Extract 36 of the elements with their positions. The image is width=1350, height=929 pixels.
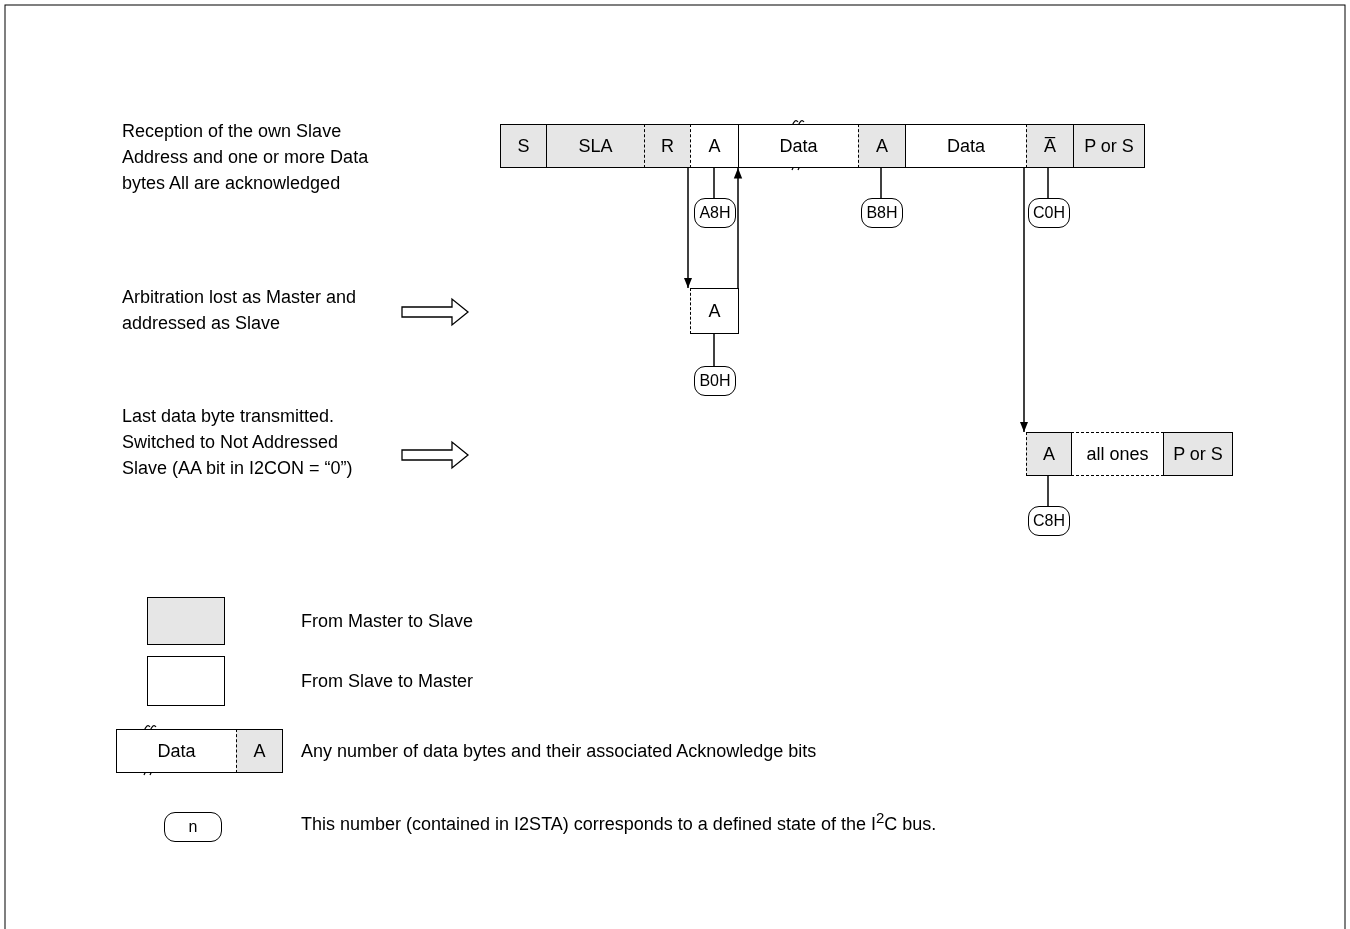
state-code: A8H bbox=[694, 198, 736, 228]
frame-field: A̅ bbox=[1026, 124, 1074, 168]
note-text: Arbitration lost as Master and addressed as Slave bbox=[122, 286, 358, 335]
data-field-sample: Data bbox=[116, 729, 237, 773]
frame-field: A bbox=[858, 124, 906, 168]
state-code: B0H bbox=[694, 366, 736, 396]
frame-field: P or S bbox=[1163, 432, 1233, 476]
connector-line bbox=[1047, 167, 1049, 199]
frame-field: A bbox=[1026, 432, 1072, 476]
legend-text: This number (contained in I2STA) corresponds to a defined state of the I$^{2}$C bus. bbox=[301, 808, 938, 836]
frame-field: SLA bbox=[546, 124, 645, 168]
legend-text: From Slave to Master bbox=[301, 670, 475, 693]
arrow bbox=[733, 167, 743, 289]
frame-field: R bbox=[644, 124, 691, 168]
arrow bbox=[683, 167, 693, 289]
note-text: Reception of the own Slave Address and one or more Data bytes All are acknowledged bbox=[122, 120, 370, 195]
arrow bbox=[1019, 167, 1029, 433]
frame-field: Data bbox=[905, 124, 1027, 168]
connector-line bbox=[880, 167, 882, 199]
connector-line bbox=[713, 333, 715, 367]
note-text: Last data byte transmitted. Switched to Not Addressed Slave (AA bit in I2CON = “0”) bbox=[122, 405, 354, 480]
frame-field: P or S bbox=[1073, 124, 1145, 168]
frame-field: A bbox=[690, 124, 739, 168]
connector-line bbox=[1047, 475, 1049, 507]
connector-line bbox=[713, 167, 715, 199]
state-code: C0H bbox=[1028, 198, 1070, 228]
frame-field: Data bbox=[738, 124, 859, 168]
state-code: n bbox=[164, 812, 222, 842]
legend-text: Any number of data bytes and their associated Acknowledge bits bbox=[301, 740, 818, 763]
legend-text: From Master to Slave bbox=[301, 610, 475, 633]
frame-field: all ones bbox=[1071, 432, 1164, 476]
state-code: B8H bbox=[861, 198, 903, 228]
frame-field: S bbox=[500, 124, 547, 168]
ack-field-sample: A bbox=[236, 729, 283, 773]
frame-field: A bbox=[690, 288, 739, 334]
state-code: C8H bbox=[1028, 506, 1070, 536]
